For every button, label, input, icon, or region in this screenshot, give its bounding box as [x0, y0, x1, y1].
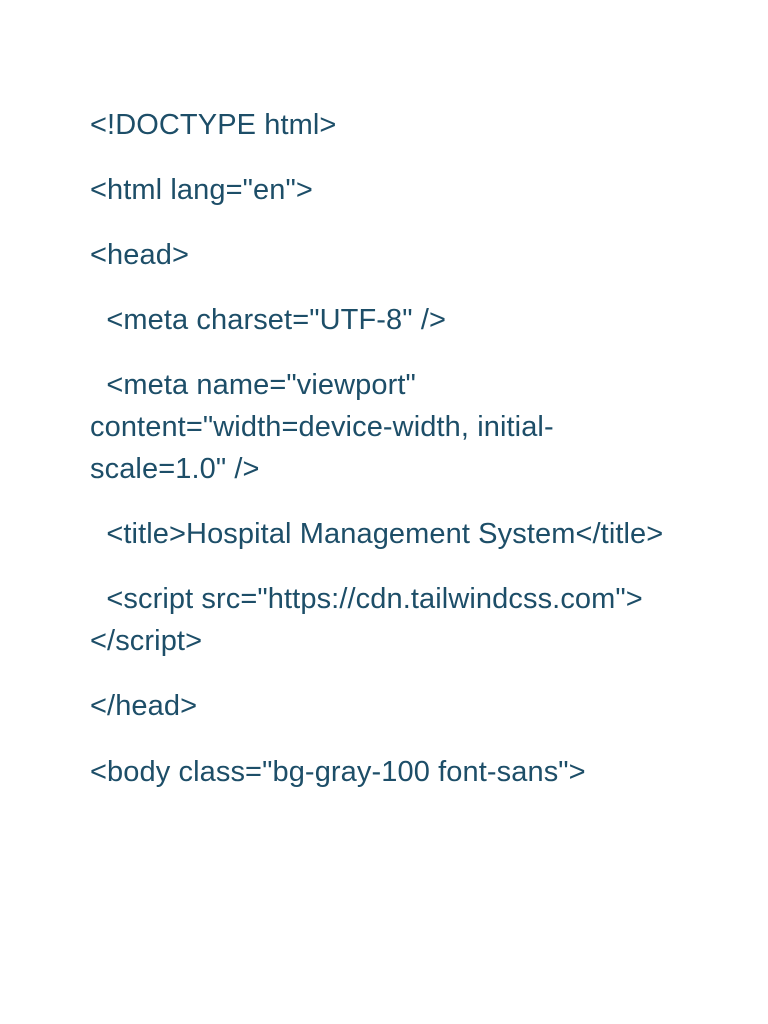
code-line-html-open: <html lang="en">	[90, 174, 313, 207]
code-line-script-tailwind: <script src="https://cdn.tailwindcss.com…	[90, 583, 643, 658]
code-line-head-open: <head>	[90, 239, 189, 272]
code-line-head-close: </head>	[90, 690, 198, 723]
code-line-body-open: <body class="bg-gray-100 font-sans">	[90, 755, 586, 788]
code-line-doctype: <!DOCTYPE html>	[90, 109, 337, 141]
source-code-text-block: <!DOCTYPE html> <html lang="en"> <head> …	[90, 104, 678, 793]
code-line-title: <title>Hospital Management System</title…	[90, 518, 664, 551]
code-line-meta-viewport: <meta name="viewport" content="width=dev…	[90, 369, 554, 486]
code-line-meta-charset: <meta charset="UTF-8" />	[90, 304, 447, 337]
